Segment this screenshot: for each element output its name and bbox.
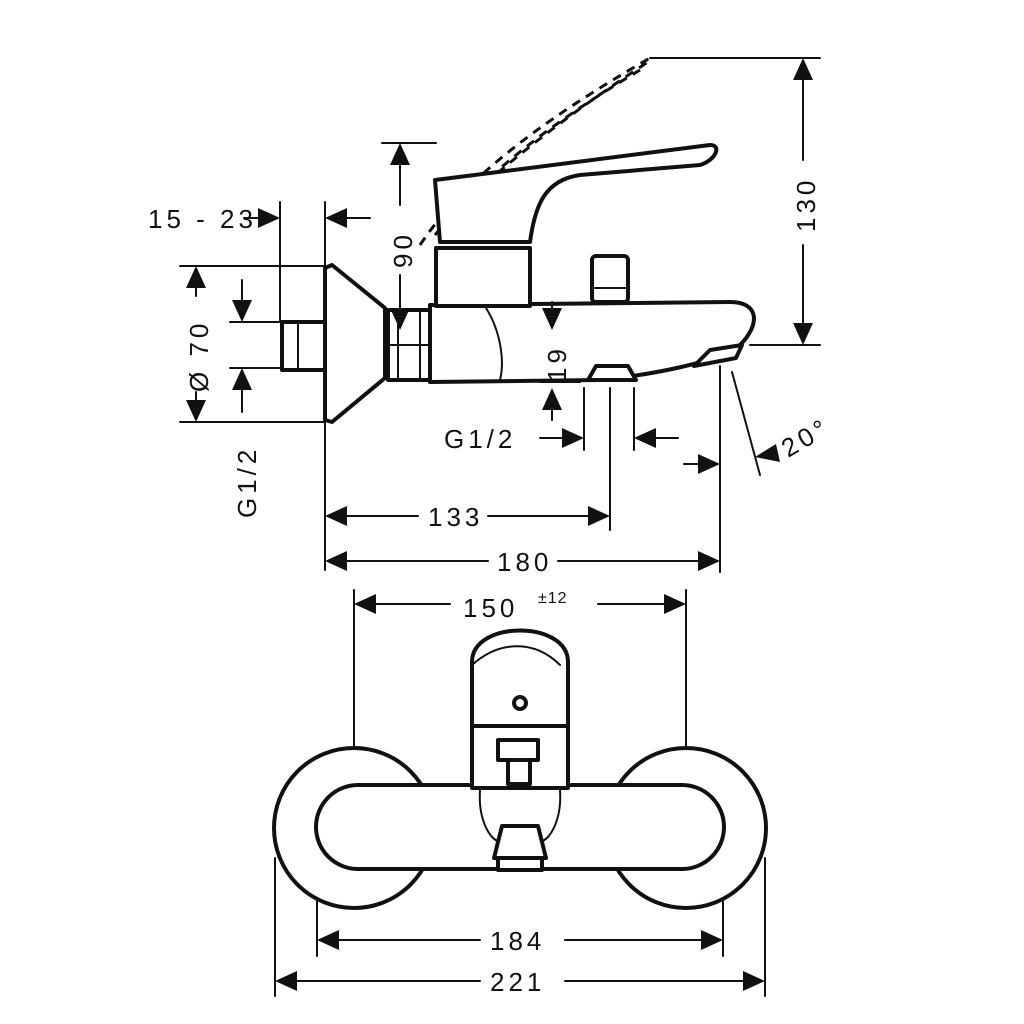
dim-wall-range: 15 - 23 <box>148 204 371 234</box>
dim-outlet-distance: 133 <box>325 502 610 532</box>
dim-outlet-distance-label: 133 <box>428 502 483 532</box>
dim-inlet-thread-label: G1/2 <box>232 446 262 518</box>
dim-centers-label: 150 <box>463 593 518 623</box>
dim-inner-width: 184 <box>317 926 723 956</box>
side-extension-lines <box>179 57 821 573</box>
dim-depth: 180 <box>325 547 720 577</box>
bath-outlet-front <box>492 824 548 860</box>
dim-lever-clearance-label: 90 <box>388 231 418 268</box>
cartridge-housing <box>434 246 532 308</box>
dim-depth-label: 180 <box>497 547 552 577</box>
dim-outlet-angle: 20° <box>683 412 835 474</box>
dim-diameter: Ø 70 <box>184 266 214 422</box>
dim-outlet-height: 19 <box>542 301 572 421</box>
dim-outlet-thread-label: G1/2 <box>444 424 516 454</box>
dim-inner-width-label: 184 <box>490 926 545 956</box>
front-view: 150 ±12 184 221 <box>272 589 768 997</box>
dim-outlet-height-label: 19 <box>542 345 572 382</box>
dim-centers-tolerance: ±12 <box>538 590 568 607</box>
mixer-lever-front <box>470 628 570 728</box>
wall-escutcheon <box>323 263 387 424</box>
dim-lever-clearance: 90 <box>388 143 418 330</box>
dim-centers: 150 ±12 <box>354 590 686 623</box>
dim-outlet-thread: G1/2 <box>444 424 679 454</box>
dim-height: 130 <box>791 58 821 345</box>
shower-outlet <box>692 343 744 368</box>
dim-wall-range-label: 15 - 23 <box>148 204 257 234</box>
diverter-knob <box>590 254 630 304</box>
bath-outlet <box>586 364 638 382</box>
diverter-stem <box>506 758 532 786</box>
dim-overall-width-label: 221 <box>490 967 545 997</box>
dim-inlet-thread: G1/2 <box>232 279 262 518</box>
dim-overall-width: 221 <box>275 967 765 997</box>
side-view: 15 - 23 Ø 70 G1/2 90 <box>148 56 835 577</box>
wall-connector <box>280 320 327 372</box>
lever-indicator <box>512 695 528 711</box>
dim-height-label: 130 <box>791 177 821 232</box>
diverter-knob-front <box>496 738 540 762</box>
dim-diameter-label: Ø 70 <box>184 320 214 392</box>
dim-outlet-angle-label: 20° <box>776 412 835 464</box>
mixer-lever <box>433 143 719 244</box>
